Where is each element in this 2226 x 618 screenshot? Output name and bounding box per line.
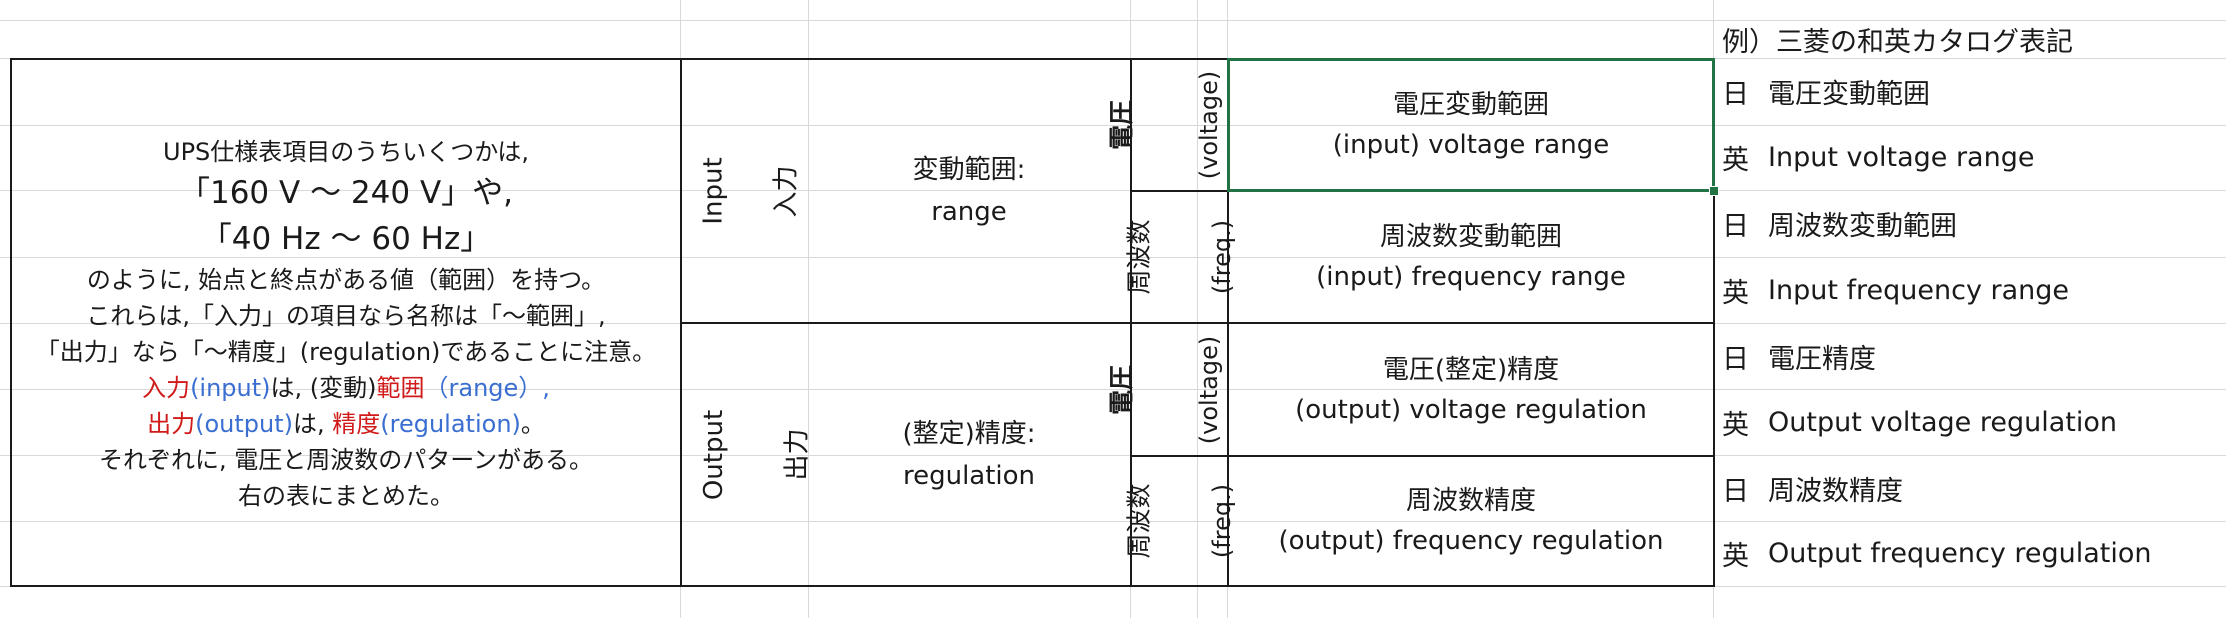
- regulation-word: 精度: [332, 409, 381, 438]
- catalog-text: 周波数精度: [1768, 475, 1903, 507]
- desc-line-10: 右の表にまとめた。: [238, 481, 454, 510]
- desc-line-4: のように, 始点と終点がある値（範囲）を持つ。: [86, 265, 606, 294]
- range-word-en: （range）,: [424, 373, 550, 402]
- input-label-jp: 入力: [771, 164, 802, 218]
- desc-line-2: 「160 V ～ 240 V」や,: [178, 174, 514, 211]
- range-word: 範囲: [376, 373, 425, 402]
- desc-line-6: 「出力」なら「～精度」(regulation)であることに注意。: [35, 337, 657, 366]
- catalog-text: 電圧変動範囲: [1768, 79, 1930, 110]
- catalog-lang: 英: [1722, 541, 1749, 572]
- desc-line-5: これらは,「入力」の項目なら名称は「～範囲」,: [86, 301, 606, 330]
- selected-cell-outline[interactable]: [1227, 58, 1715, 192]
- output-voltage-kind-jp: 電圧: [1107, 364, 1137, 415]
- catalog-row[interactable]: 英 Output voltage regulation: [1722, 389, 2117, 455]
- output-label-cell[interactable]: Output 出力: [682, 324, 813, 585]
- output-word: 出力: [147, 409, 196, 438]
- catalog-lang: 英: [1722, 277, 1749, 309]
- output-frequency-name-jp: 周波数精度: [1405, 486, 1536, 516]
- input-label-en: Input: [698, 157, 729, 225]
- catalog-row[interactable]: 日電圧変動範囲: [1722, 58, 1930, 125]
- output-voltage-kind-cell[interactable]: 電圧 (voltage): [1107, 324, 1227, 455]
- description-cell[interactable]: UPS仕様表項目のうちいくつかは, 「160 V ～ 240 V」や, 「40 …: [12, 60, 680, 587]
- catalog-row[interactable]: 英 Output frequency regulation: [1722, 521, 2152, 586]
- input-frequency-name-jp: 周波数変動範囲: [1379, 222, 1562, 252]
- catalog-text: Input frequency range: [1768, 274, 2070, 306]
- output-voltage-kind-en: (voltage): [1195, 335, 1224, 444]
- desc-line-7-mid: は, (変動): [270, 373, 377, 402]
- catalog-row[interactable]: 英 Input voltage range: [1722, 125, 2034, 190]
- desc-line-1: UPS仕様表項目のうちいくつかは,: [163, 137, 529, 166]
- desc-line-3: 「40 Hz ～ 60 Hz」: [200, 220, 492, 257]
- catalog-lang: 英: [1722, 145, 1749, 176]
- input-label-cell[interactable]: Input 入力: [682, 60, 808, 322]
- fill-handle[interactable]: [1709, 186, 1719, 196]
- output-frequency-kind-cell[interactable]: 周波数 (freq.): [1124, 457, 1236, 585]
- input-word: 入力: [142, 373, 191, 402]
- input-voltage-kind-en: (voltage): [1195, 70, 1224, 180]
- input-frequency-kind-jp: 周波数: [1124, 219, 1154, 295]
- output-term-cell[interactable]: (整定)精度: regulation: [808, 324, 1130, 585]
- output-word-en: (output): [195, 409, 293, 438]
- catalog-lang: 日: [1722, 79, 1749, 110]
- output-voltage-name-en: (output) voltage regulation: [1295, 394, 1647, 425]
- output-voltage-name-cell[interactable]: 電圧(整定)精度 (output) voltage regulation: [1229, 324, 1713, 455]
- catalog-text: Output voltage regulation: [1768, 406, 2117, 438]
- output-label-en: Output: [698, 409, 729, 500]
- catalog-lang: 日: [1722, 211, 1749, 242]
- desc-line-8: 出力(output)は, 精度(regulation)。: [147, 406, 545, 442]
- input-word-en: (input): [190, 373, 271, 402]
- catalog-text: Input voltage range: [1768, 142, 2035, 173]
- catalog-lang: 日: [1722, 475, 1749, 507]
- input-frequency-kind-cell[interactable]: 周波数 (freq.): [1124, 192, 1236, 322]
- output-frequency-kind-jp: 周波数: [1124, 483, 1154, 559]
- input-frequency-name-en: (input) frequency range: [1316, 262, 1626, 292]
- output-term-en: regulation: [902, 460, 1036, 491]
- desc-line-9: それぞれに, 電圧と周波数のパターンがある。: [98, 445, 594, 474]
- catalog-row[interactable]: 日電圧精度: [1722, 323, 1876, 389]
- output-voltage-name-jp: 電圧(整定)精度: [1382, 354, 1560, 385]
- catalog-row[interactable]: 英 Input frequency range: [1722, 257, 2069, 323]
- input-voltage-kind-jp: 電圧: [1107, 99, 1137, 151]
- desc-line-8-end: 。: [520, 409, 545, 438]
- regulation-word-en: (regulation): [380, 409, 521, 438]
- catalog-row[interactable]: 日周波数精度: [1722, 455, 1903, 521]
- catalog-lang: 英: [1722, 409, 1749, 441]
- input-voltage-name-cell[interactable]: 電圧変動範囲 (input) voltage range: [1229, 60, 1713, 190]
- header-note: 例）三菱の和英カタログ表記: [1722, 26, 2073, 58]
- desc-line-7: 入力(input)は, (変動)範囲（range）,: [142, 370, 550, 406]
- input-voltage-kind-cell[interactable]: 電圧 (voltage): [1107, 60, 1227, 190]
- input-frequency-name-cell[interactable]: 周波数変動範囲 (input) frequency range: [1229, 192, 1713, 322]
- input-voltage-name-jp: 電圧変動範囲: [1392, 90, 1549, 120]
- input-voltage-name-en: (input) voltage range: [1332, 130, 1610, 160]
- catalog-text: Output frequency regulation: [1768, 538, 2152, 569]
- input-term-cell[interactable]: 変動範囲: range: [808, 60, 1130, 322]
- catalog-row[interactable]: 日周波数変動範囲: [1722, 190, 1957, 257]
- input-term-en: range: [931, 197, 1007, 227]
- output-term-jp: (整定)精度:: [902, 418, 1036, 449]
- output-frequency-name-cell[interactable]: 周波数精度 (output) frequency regulation: [1229, 457, 1713, 585]
- output-frequency-name-en: (output) frequency regulation: [1278, 526, 1664, 556]
- input-term-jp: 変動範囲:: [912, 155, 1026, 185]
- desc-line-8-mid: は,: [293, 409, 333, 438]
- catalog-lang: 日: [1722, 343, 1749, 375]
- catalog-text: 周波数変動範囲: [1768, 211, 1957, 242]
- catalog-text: 電圧精度: [1768, 343, 1876, 375]
